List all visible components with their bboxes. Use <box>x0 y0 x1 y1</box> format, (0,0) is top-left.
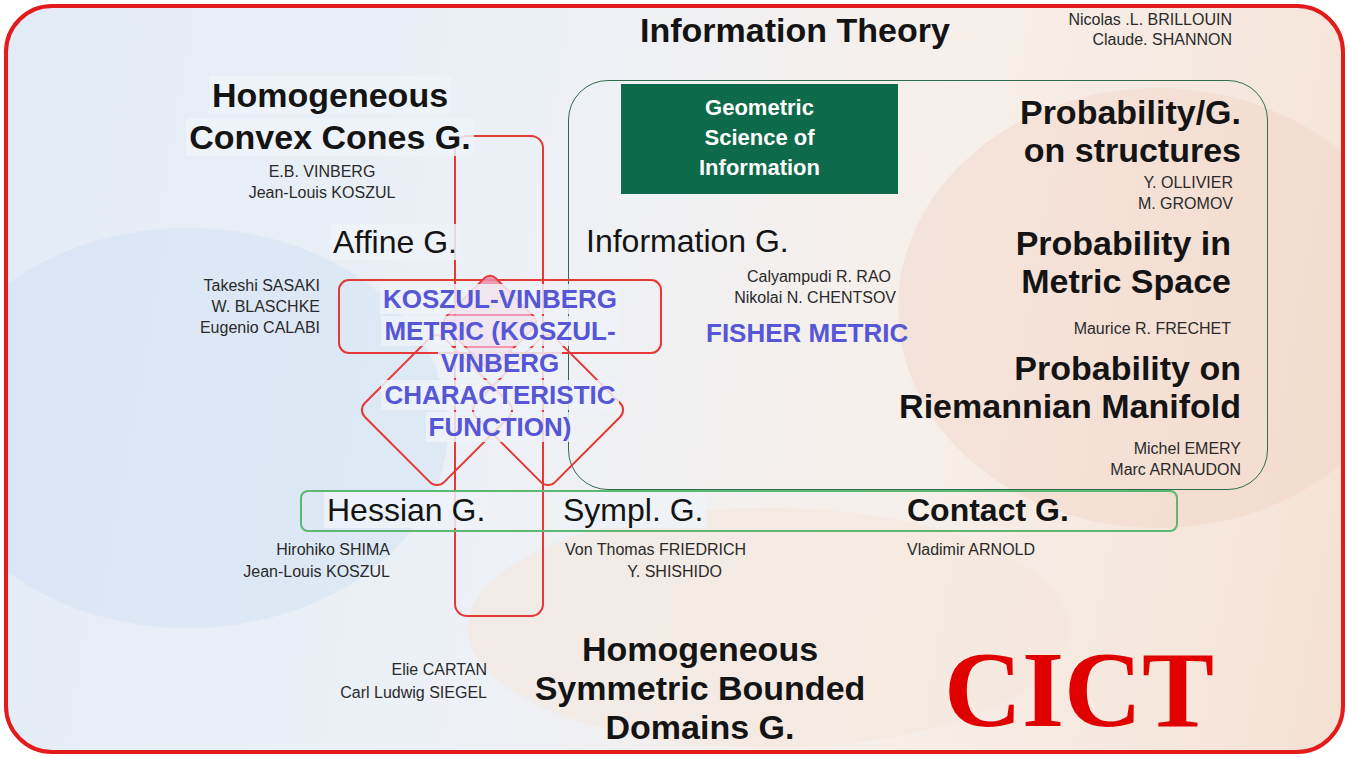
author-name-holder: W. BLASCHKE <box>212 297 320 317</box>
field-heading: Probability in Metric Space <box>1016 224 1231 300</box>
field-heading: Sympl. G. <box>560 492 706 528</box>
author-name: Takeshi SASAKI <box>204 277 321 294</box>
field-heading: Homogeneous Symmetric Bounded Domains G. <box>535 630 866 746</box>
author-name-holder: Calyampudi R. RAO <box>747 267 891 287</box>
author-name-holder: Michel EMERY <box>1134 439 1241 459</box>
field-heading: Probability/G. on structures <box>1020 93 1241 169</box>
author-name: Marc ARNAUDON <box>1110 461 1241 478</box>
field-heading-holder: Probability on Riemannian Manifold <box>881 349 1241 425</box>
logo-text: CICT <box>944 630 1214 749</box>
author-name-holder: Carl Ludwig SIEGEL <box>340 683 487 703</box>
author-name-holder: M. GROMOV <box>1138 194 1233 214</box>
field-heading: Contact G. <box>907 492 1069 528</box>
field-heading-holder: Homogeneous Symmetric Bounded Domains G. <box>528 630 873 747</box>
field-heading: Information Theory <box>640 11 950 49</box>
author-name-holder: Jean-Louis KOSZUL <box>243 562 390 582</box>
author-name: Michel EMERY <box>1134 440 1241 457</box>
field-heading-holder: Information Theory <box>640 10 950 50</box>
author-name: Vladimir ARNOLD <box>907 541 1035 558</box>
author-name: Maurice R. FRECHET <box>1074 320 1231 337</box>
field-heading-holder: Hessian G. <box>324 492 488 528</box>
field-heading-holder: Homogeneous Convex Cones G. <box>180 74 480 158</box>
author-name: Carl Ludwig SIEGEL <box>340 684 487 701</box>
wash-blob <box>898 88 1345 528</box>
author-name: M. GROMOV <box>1138 195 1233 212</box>
field-heading: Information G. <box>586 223 789 259</box>
author-name: Nikolai N. CHENTSOV <box>734 289 896 306</box>
author-name-holder: E.B. VINBERG <box>269 162 376 182</box>
author-name-holder: Takeshi SASAKI <box>204 276 321 296</box>
author-name-holder: Vladimir ARNOLD <box>907 540 1035 560</box>
field-heading: Probability on Riemannian Manifold <box>899 349 1241 425</box>
field-heading: Affine G. <box>330 224 460 260</box>
field-region: Geometric Science of InformationInformat… <box>568 80 1268 490</box>
metric-label: FISHER METRIC <box>706 318 908 348</box>
field-heading-holder: Probability/G. on structures <box>1001 93 1241 169</box>
field-heading-holder: Sympl. G. <box>560 492 706 528</box>
field-heading: Homogeneous Convex Cones G. <box>186 76 474 156</box>
author-name-holder: Von Thomas FRIEDRICH <box>565 540 746 560</box>
author-name: Claude. SHANNON <box>1092 31 1232 48</box>
author-name: W. BLASCHKE <box>212 298 320 315</box>
author-name: Eugenio CALABI <box>200 319 320 336</box>
field-heading-holder: Contact G. <box>907 492 1069 528</box>
author-name: Y. OLLIVIER <box>1143 174 1233 191</box>
author-name: Y. SHISHIDO <box>627 563 722 580</box>
author-name-holder: Jean-Louis KOSZUL <box>249 183 396 203</box>
author-name-holder: Y. SHISHIDO <box>627 562 722 582</box>
metric-label-holder: KOSZUL-VINBERG METRIC (KOSZUL-VINBERG CH… <box>370 283 630 443</box>
author-name-holder: Marc ARNAUDON <box>1110 460 1241 480</box>
field-band: Hessian G. Sympl. G. Contact G. <box>300 490 1178 532</box>
author-name: E.B. VINBERG <box>269 163 376 180</box>
author-name-holder: Claude. SHANNON <box>1092 30 1232 50</box>
author-name: Von Thomas FRIEDRICH <box>565 541 746 558</box>
author-name-holder: Eugenio CALABI <box>200 318 320 338</box>
metric-label-holder: FISHER METRIC <box>706 317 908 349</box>
box-title-holder: Geometric Science of Information <box>675 93 845 183</box>
author-name-holder: Y. OLLIVIER <box>1143 173 1233 193</box>
field-heading-holder: Affine G. <box>330 222 460 262</box>
author-name: Calyampudi R. RAO <box>747 268 891 285</box>
author-name-holder: Nikolai N. CHENTSOV <box>734 288 896 308</box>
author-name: Elie CARTAN <box>392 661 487 678</box>
highlight-box: Geometric Science of Information <box>621 84 898 194</box>
author-name-holder: Maurice R. FRECHET <box>1074 319 1231 339</box>
author-name: Jean-Louis KOSZUL <box>249 184 396 201</box>
logo-text-holder: CICT <box>944 636 1214 744</box>
field-heading-holder: Probability in Metric Space <box>991 224 1231 300</box>
field-heading-holder: Information G. <box>586 221 789 261</box>
field-heading: Hessian G. <box>324 492 488 528</box>
author-name-holder: Nicolas .L. BRILLOUIN <box>1068 10 1232 30</box>
box-title: Geometric Science of Information <box>699 95 820 180</box>
author-name-holder: Elie CARTAN <box>392 660 487 680</box>
author-name: Hirohiko SHIMA <box>276 541 390 558</box>
author-name-holder: Hirohiko SHIMA <box>276 540 390 560</box>
metric-label: KOSZUL-VINBERG METRIC (KOSZUL-VINBERG CH… <box>380 284 620 442</box>
author-name: Nicolas .L. BRILLOUIN <box>1068 11 1232 28</box>
author-name: Jean-Louis KOSZUL <box>243 563 390 580</box>
